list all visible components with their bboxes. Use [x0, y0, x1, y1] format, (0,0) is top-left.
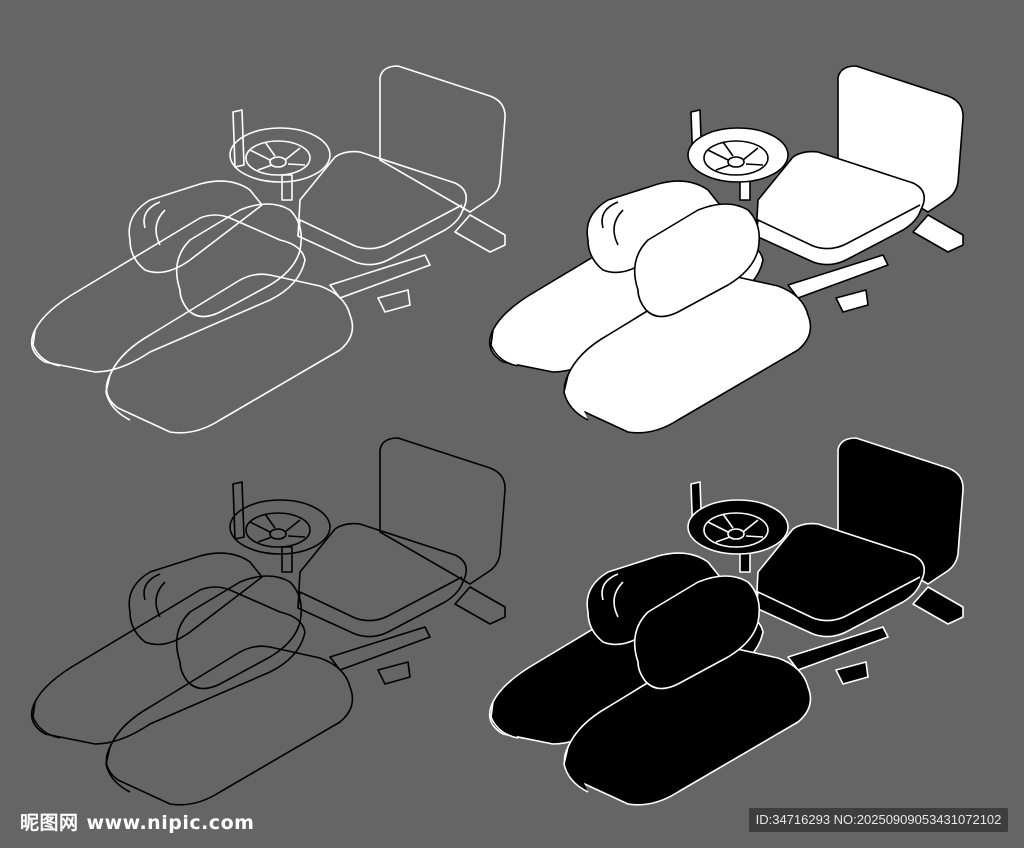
watermark-id: ID:34716293 NO:20250909053431072102 [749, 808, 1008, 832]
chair-black-filled [488, 437, 964, 806]
watermark-site: 昵图网 www.nipic.com [20, 808, 254, 835]
chair-white-outline [30, 65, 506, 434]
watermark-url: www.nipic.com [86, 812, 255, 834]
chair-black-outline [30, 437, 506, 806]
chair-white-filled [488, 65, 964, 434]
watermark-logo: 昵图网 [20, 812, 79, 834]
